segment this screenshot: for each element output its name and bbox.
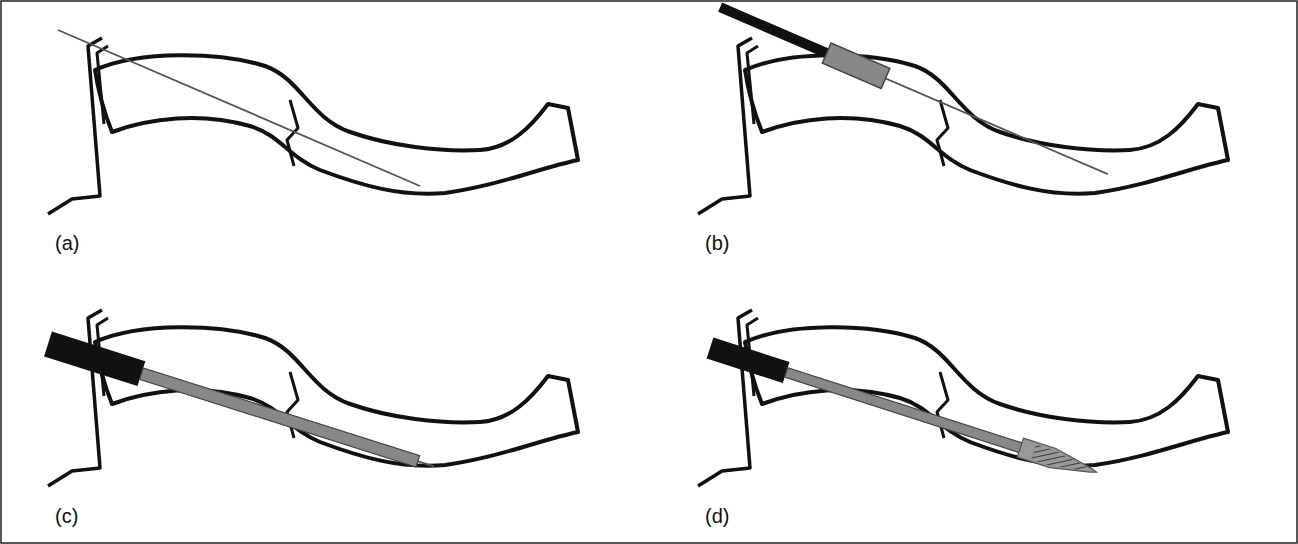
panel-label: (d) [705,505,729,528]
panel-c [44,310,578,486]
bone [698,38,1228,214]
screwdriver-shaft [785,368,1024,453]
screwdriver-handle [707,338,790,383]
screw-thread [1031,444,1089,476]
drill-handle [44,332,145,386]
panel-d [698,310,1228,486]
drill-sleeve [822,43,889,89]
panel-label: (c) [55,505,78,528]
panel-a [48,30,578,214]
panel-label: (b) [705,232,729,255]
panel-label: (a) [55,232,79,255]
cannulated-drill [140,368,420,467]
sleeve-handle [718,3,830,59]
guide-wire [58,30,420,186]
screw [1017,438,1099,481]
bone [698,310,1228,486]
bone [48,310,578,486]
bone [48,38,578,214]
panel-b [698,0,1228,214]
